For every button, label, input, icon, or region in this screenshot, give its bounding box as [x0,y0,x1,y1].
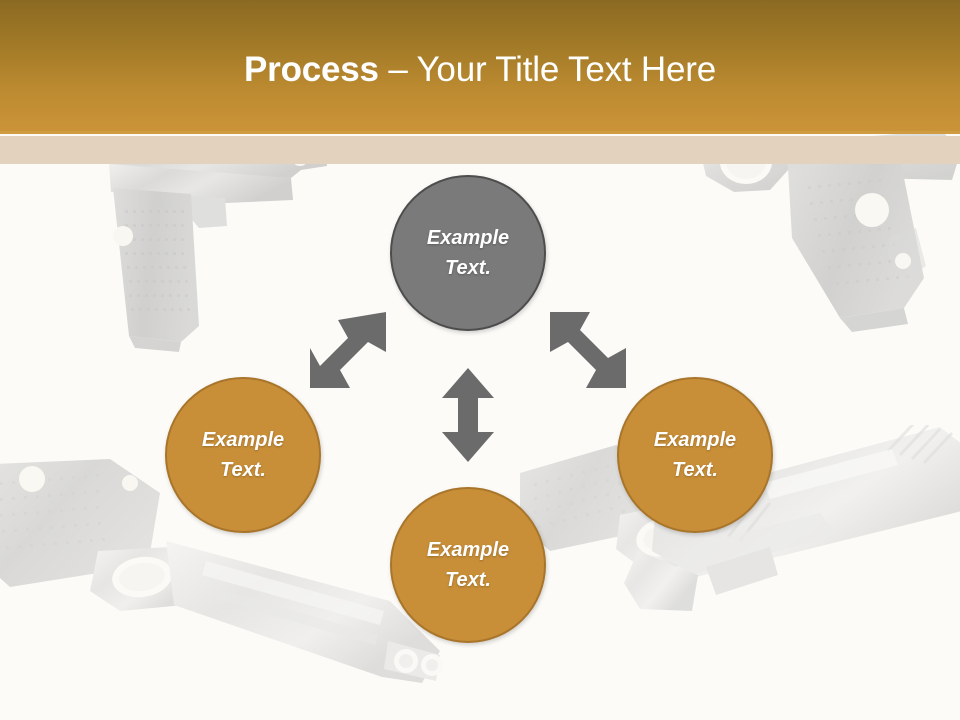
node-top-line2: Text. [445,257,491,279]
process-node-top[interactable]: Example Text. [390,175,546,331]
process-node-bottom[interactable]: Example Text. [390,487,546,643]
node-bottom-line2: Text. [445,569,491,591]
node-left-line1: Example [201,429,285,451]
double-arrow-diagonal-right [550,312,626,388]
double-arrow-vertical-center [442,368,494,462]
page-title: Process – Your Title Text Here [0,50,960,90]
double-arrow-diagonal-left [310,312,386,388]
accent-band [0,136,960,164]
background-pistol-top-right [690,128,960,388]
title-bar: Process – Your Title Text Here [0,0,960,134]
node-right-line2: Text. [672,459,718,481]
title-light-part: – Your Title Text Here [378,50,716,89]
node-left-line2: Text. [220,459,266,481]
node-top-line1: Example [426,227,510,249]
background-pistol-top-left [95,130,335,380]
title-bar-bottom-edge [0,131,960,134]
node-bottom-line1: Example [426,539,510,561]
process-node-left[interactable]: Example Text. [165,377,321,533]
node-right-line1: Example [653,429,737,451]
title-bold-part: Process [244,50,379,89]
process-node-right[interactable]: Example Text. [617,377,773,533]
